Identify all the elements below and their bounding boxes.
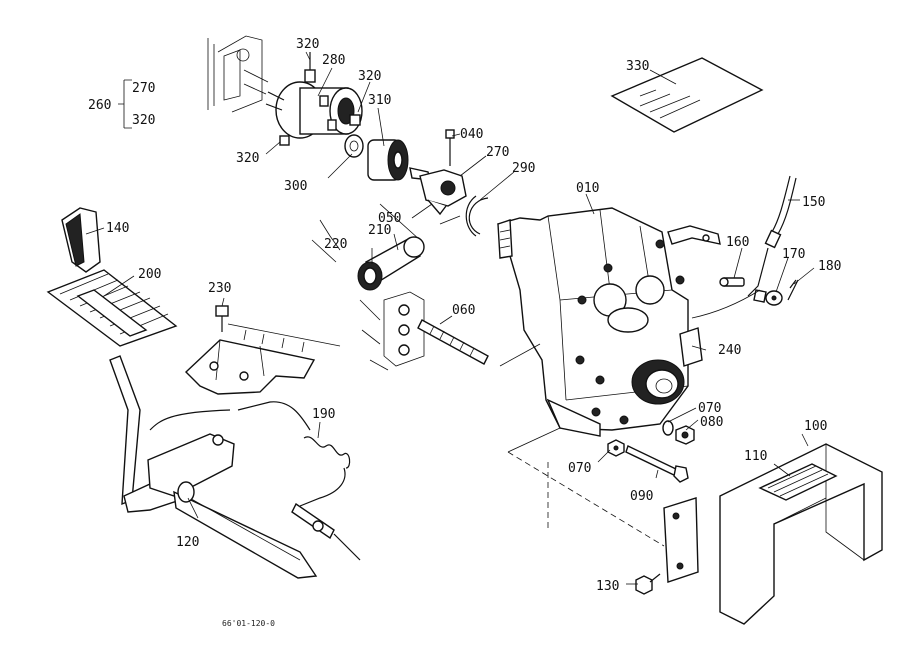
label-120: 120	[176, 535, 199, 550]
leader-lines	[85, 51, 815, 585]
washer-170	[753, 289, 783, 306]
cable-adjuster	[291, 502, 361, 561]
screw-320-left	[279, 135, 290, 146]
label-050: 050	[378, 211, 401, 226]
label-060: 060	[452, 303, 475, 318]
label-240: 240	[718, 343, 741, 358]
label-270-group: 270	[132, 81, 155, 96]
bolt-230	[215, 305, 229, 332]
part-labels: 320 280 320 320 300 310 040 270 290 050 …	[88, 37, 841, 628]
label-150: 150	[802, 195, 825, 210]
linkage-arm	[667, 225, 721, 245]
label-320-right: 320	[358, 69, 381, 84]
cable-150	[747, 175, 797, 297]
label-290: 290	[512, 161, 535, 176]
label-090: 090	[630, 489, 653, 504]
label-180: 180	[818, 259, 841, 274]
clamp-sleeve-280	[265, 81, 363, 139]
washer-070-right	[662, 420, 674, 436]
label-070-right: 070	[698, 401, 721, 416]
label-010: 010	[576, 181, 599, 196]
label-330: 330	[626, 59, 649, 74]
screw-320-right	[349, 114, 361, 126]
label-320-left: 320	[236, 151, 259, 166]
reference-lines	[439, 215, 761, 547]
pedal-link-rod	[149, 409, 231, 431]
label-040: 040	[460, 127, 483, 142]
label-210: 210	[368, 223, 391, 238]
bracket-plate	[359, 291, 425, 371]
manual-330	[610, 57, 764, 133]
bolt-320-top	[304, 52, 316, 83]
pedal-pad-140	[61, 207, 101, 273]
label-070-left: 070	[568, 461, 591, 476]
bushing-300	[344, 134, 364, 158]
spring-190	[237, 401, 351, 507]
label-270-right: 270	[486, 145, 509, 160]
washer-070-left	[607, 439, 625, 457]
label-plate-110	[758, 463, 838, 501]
snap-ring-290	[465, 195, 489, 237]
label-130: 130	[596, 579, 619, 594]
label-260: 260	[88, 98, 111, 113]
cotter-pin-180	[787, 279, 799, 301]
gearbox-housing-010	[497, 207, 689, 437]
label-140: 140	[106, 221, 129, 236]
footplate-200	[46, 269, 178, 347]
shaft-210-220	[311, 203, 425, 291]
label-200: 200	[138, 267, 161, 282]
label-160: 160	[726, 235, 749, 250]
label-320-group: 320	[132, 113, 155, 128]
pedal-lever-120	[147, 433, 318, 579]
label-110: 110	[744, 449, 767, 464]
label-230: 230	[208, 281, 231, 296]
label-170: 170	[782, 247, 805, 262]
label-220: 220	[324, 237, 347, 252]
figure-code: 66'01-120-0	[222, 619, 275, 628]
label-280: 280	[322, 53, 345, 68]
label-100: 100	[804, 419, 827, 434]
bearing-310	[367, 139, 409, 181]
label-310: 310	[368, 93, 391, 108]
label-320-top: 320	[296, 37, 319, 52]
bolt-130	[635, 573, 661, 595]
shaft-060	[417, 319, 489, 365]
pedal-bracket	[184, 323, 341, 395]
tag-240	[679, 327, 703, 367]
label-190: 190	[312, 407, 335, 422]
pin-160	[719, 277, 745, 287]
cover-100	[663, 443, 883, 625]
frame-bracket-sketch	[207, 35, 269, 113]
label-080: 080	[700, 415, 723, 430]
shift-arm-270	[409, 167, 467, 216]
nut-080	[675, 425, 695, 445]
bolt-040	[445, 129, 455, 166]
bolt-090	[625, 445, 689, 483]
label-300: 300	[284, 179, 307, 194]
